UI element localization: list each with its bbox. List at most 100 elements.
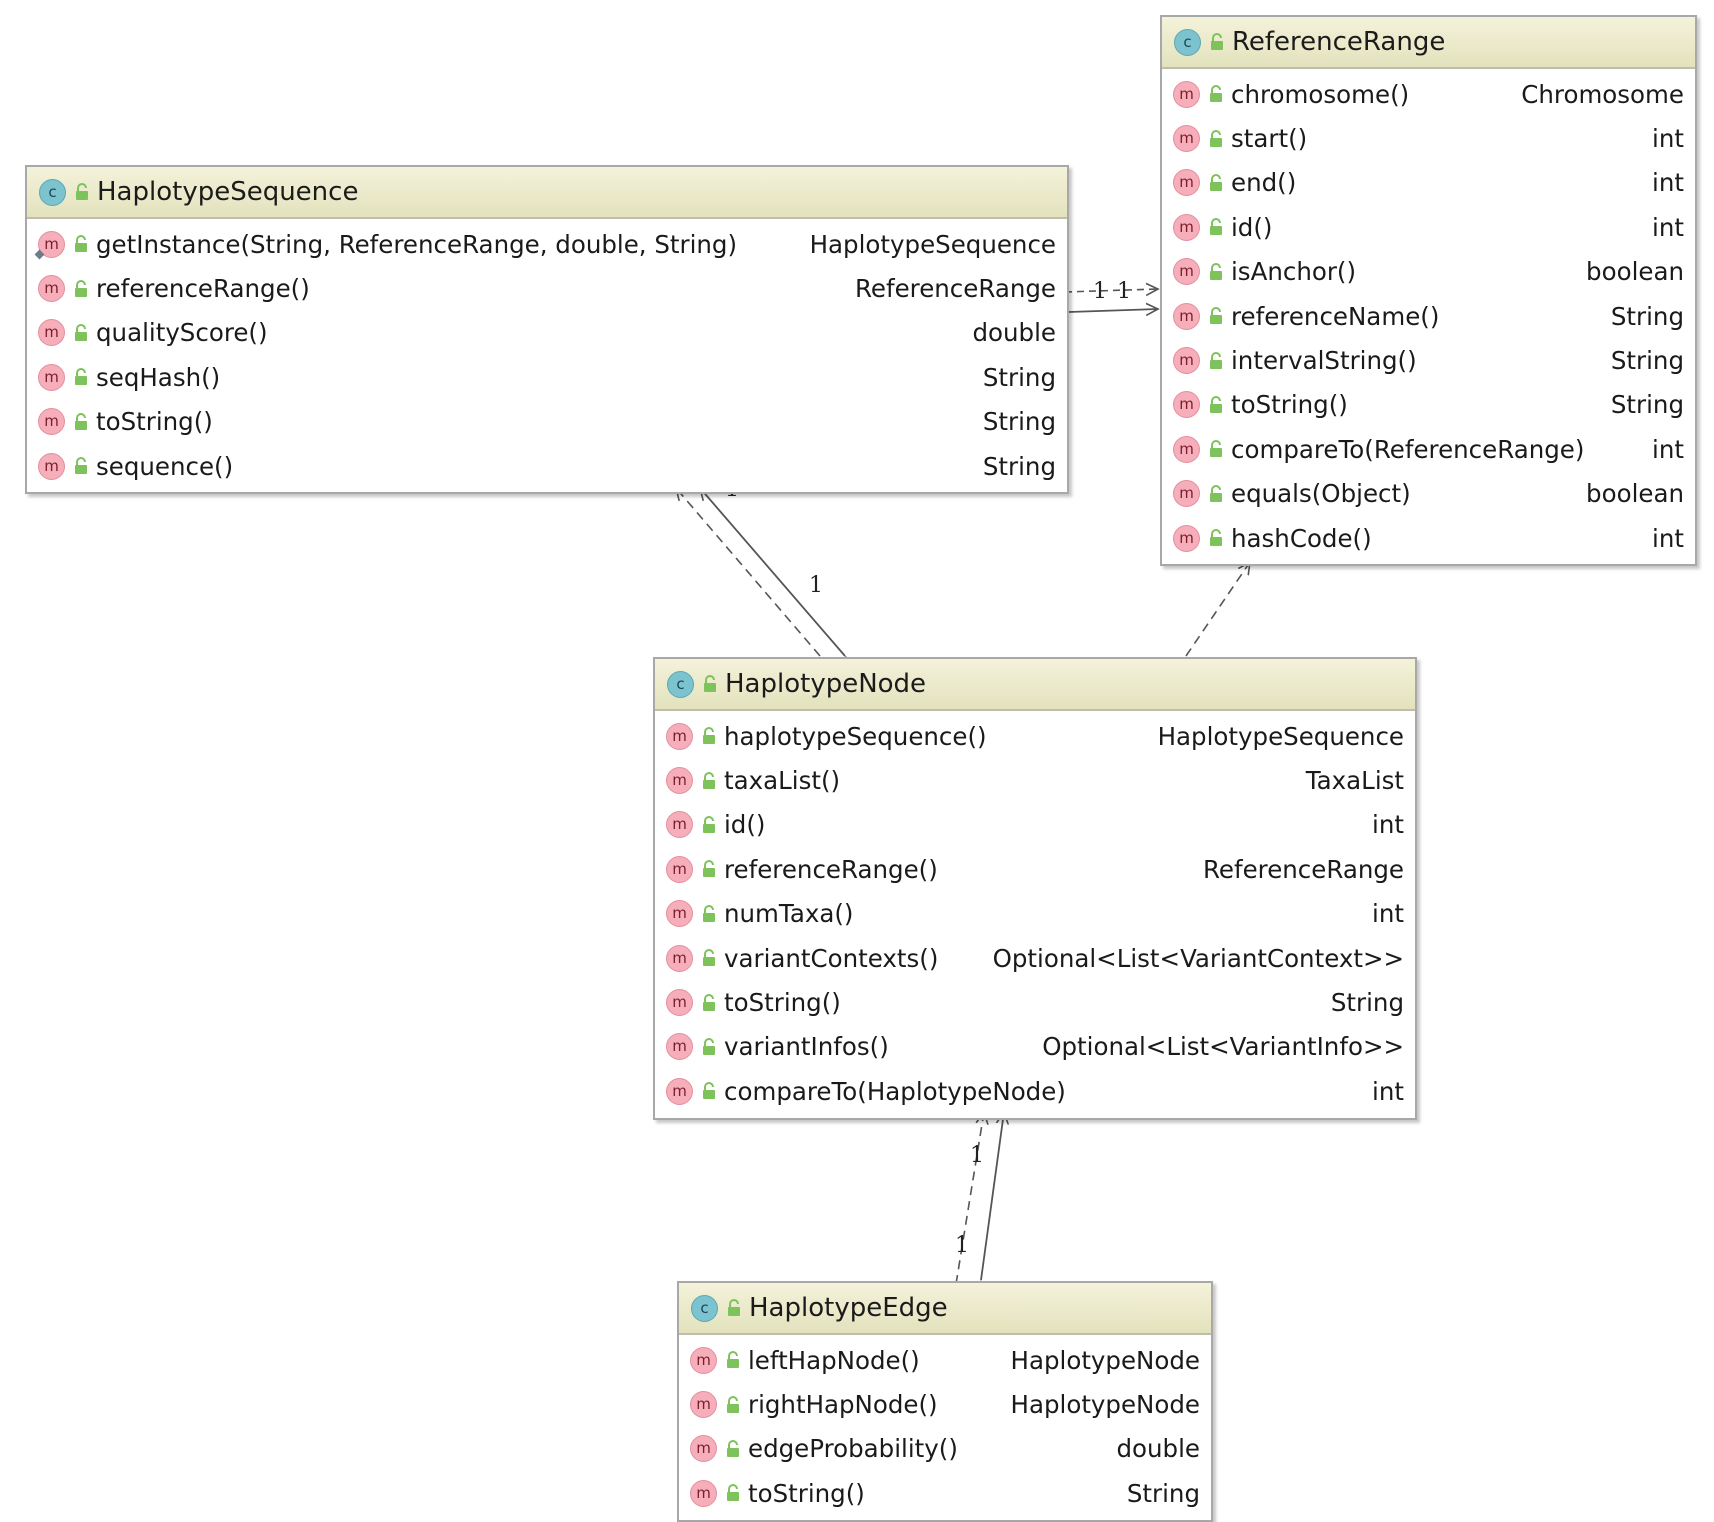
class-header[interactable]: c HaplotypeNode bbox=[655, 659, 1415, 711]
return-type: String bbox=[982, 407, 1056, 437]
return-type: String bbox=[982, 451, 1056, 481]
class-icon: c bbox=[691, 1294, 718, 1322]
method-icon: m bbox=[1173, 169, 1200, 197]
method-name: id() bbox=[724, 810, 766, 840]
method-name: qualityScore() bbox=[96, 318, 268, 348]
method-name: toString() bbox=[1231, 390, 1348, 420]
return-type: int bbox=[1372, 810, 1404, 840]
public-visibility-icon bbox=[727, 1484, 739, 1502]
method-icon: m bbox=[666, 989, 693, 1017]
method-name: leftHapNode() bbox=[748, 1345, 920, 1375]
method-icon: m bbox=[666, 1077, 693, 1105]
relation-node-to-range[interactable] bbox=[1185, 562, 1250, 657]
public-visibility-icon bbox=[727, 1395, 739, 1413]
class-header[interactable]: c HaplotypeSequence bbox=[27, 167, 1067, 219]
method-icon: m bbox=[666, 722, 693, 750]
return-type: int bbox=[1372, 899, 1404, 929]
return-type: int bbox=[1652, 168, 1684, 198]
return-type: double bbox=[972, 318, 1056, 348]
method-row[interactable]: m toString() String bbox=[27, 400, 1067, 444]
method-icon: m bbox=[38, 408, 65, 436]
method-name: getInstance(String, ReferenceRange, doub… bbox=[96, 229, 738, 259]
class-header[interactable]: c ReferenceRange bbox=[1162, 17, 1695, 69]
method-row[interactable]: m rightHapNode() HaplotypeNode bbox=[679, 1382, 1211, 1426]
method-name: haplotypeSequence() bbox=[724, 721, 987, 751]
class-header[interactable]: c HaplotypeEdge bbox=[679, 1283, 1211, 1335]
public-visibility-icon bbox=[76, 183, 88, 200]
class-name: HaplotypeEdge bbox=[749, 1293, 948, 1323]
method-name: equals(Object) bbox=[1231, 479, 1411, 509]
method-name: intervalString() bbox=[1231, 346, 1417, 376]
relation-seq-to-range[interactable]: 1 1 bbox=[1065, 279, 1158, 312]
composition-line bbox=[981, 1112, 1004, 1280]
method-row[interactable]: m referenceRange() ReferenceRange bbox=[655, 847, 1415, 891]
return-type: int bbox=[1652, 212, 1684, 242]
public-visibility-icon bbox=[1210, 262, 1222, 280]
method-row[interactable]: m sequence() String bbox=[27, 444, 1067, 488]
public-visibility-icon bbox=[727, 1351, 739, 1369]
method-icon: m bbox=[666, 811, 693, 839]
method-row[interactable]: m getInstance(String, ReferenceRange, do… bbox=[27, 222, 1067, 266]
public-visibility-icon bbox=[75, 279, 87, 297]
method-icon: m bbox=[1173, 213, 1200, 241]
method-icon: m bbox=[666, 855, 693, 883]
return-type: String bbox=[1330, 988, 1404, 1018]
method-row[interactable]: m id() int bbox=[655, 803, 1415, 847]
public-visibility-icon bbox=[1210, 218, 1222, 236]
method-icon: m bbox=[38, 452, 65, 480]
method-name: rightHapNode() bbox=[748, 1390, 938, 1420]
method-name: hashCode() bbox=[1231, 523, 1372, 553]
public-visibility-icon bbox=[727, 1439, 739, 1457]
method-row[interactable]: m seqHash() String bbox=[27, 355, 1067, 399]
method-icon: m bbox=[690, 1391, 717, 1419]
method-name: start() bbox=[1231, 124, 1308, 154]
public-visibility-icon bbox=[703, 815, 715, 833]
public-visibility-icon bbox=[1210, 173, 1222, 191]
method-name: referenceRange() bbox=[724, 854, 938, 884]
method-row[interactable]: m referenceRange() ReferenceRange bbox=[27, 266, 1067, 310]
class-name: HaplotypeSequence bbox=[97, 177, 359, 207]
public-visibility-icon bbox=[703, 860, 715, 878]
return-type: HaplotypeNode bbox=[1010, 1390, 1200, 1420]
return-type: double bbox=[1116, 1434, 1200, 1464]
public-visibility-icon bbox=[75, 368, 87, 386]
method-icon: m bbox=[1173, 302, 1200, 330]
method-name: numTaxa() bbox=[724, 899, 854, 929]
relation-edge-to-node[interactable]: 1 1 bbox=[955, 1112, 1004, 1284]
return-type: ReferenceRange bbox=[1202, 854, 1404, 884]
class-box-haplotype-sequence[interactable]: c HaplotypeSequence m getInstance(String… bbox=[25, 165, 1069, 495]
public-visibility-icon bbox=[703, 727, 715, 745]
method-row[interactable]: m qualityScore() double bbox=[27, 311, 1067, 355]
composition-line bbox=[1069, 309, 1158, 312]
public-visibility-icon bbox=[1210, 85, 1222, 103]
public-visibility-icon bbox=[703, 949, 715, 967]
relation-node-to-seq[interactable]: 1 1 bbox=[676, 477, 845, 656]
